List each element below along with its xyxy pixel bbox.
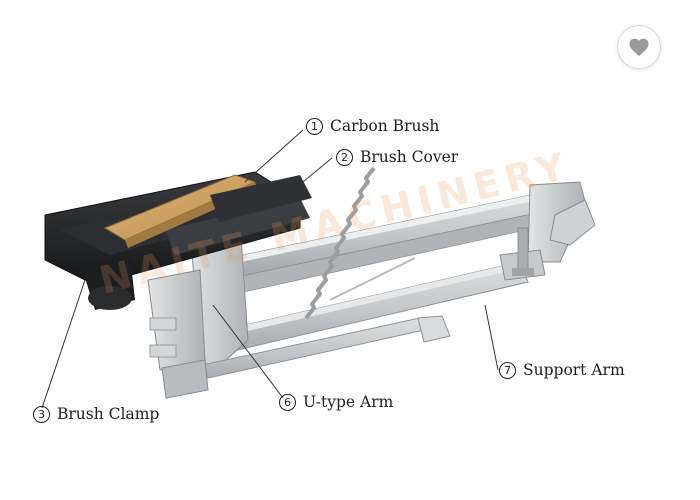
mounting-clamp	[147, 269, 451, 399]
label-brush-cover: 2 Brush Cover	[336, 148, 458, 166]
support-arm-text: Support Arm	[523, 361, 625, 379]
tension-spring	[304, 166, 416, 320]
u-type-arm	[169, 181, 596, 387]
badge-2: 2	[336, 149, 353, 166]
heart-icon	[629, 38, 649, 57]
brush-cover	[210, 175, 312, 222]
badge-1: 1	[306, 118, 323, 135]
badge-3: 3	[33, 406, 50, 423]
label-carbon-brush: 1 Carbon Brush	[306, 117, 439, 135]
badge-7: 7	[499, 362, 516, 379]
u-type-arm-text: U-type Arm	[303, 393, 394, 411]
label-support-arm: 7 Support Arm	[499, 361, 625, 379]
favorite-button[interactable]	[617, 25, 661, 69]
brush-clamp-text: Brush Clamp	[57, 405, 160, 423]
badge-6: 6	[279, 394, 296, 411]
label-u-type-arm: 6 U-type Arm	[279, 393, 393, 411]
brush-cover-text: Brush Cover	[360, 148, 459, 166]
label-brush-clamp: 3 Brush Clamp	[33, 405, 159, 423]
carbon-brush-text: Carbon Brush	[330, 117, 440, 135]
leader-lines	[41, 129, 499, 409]
